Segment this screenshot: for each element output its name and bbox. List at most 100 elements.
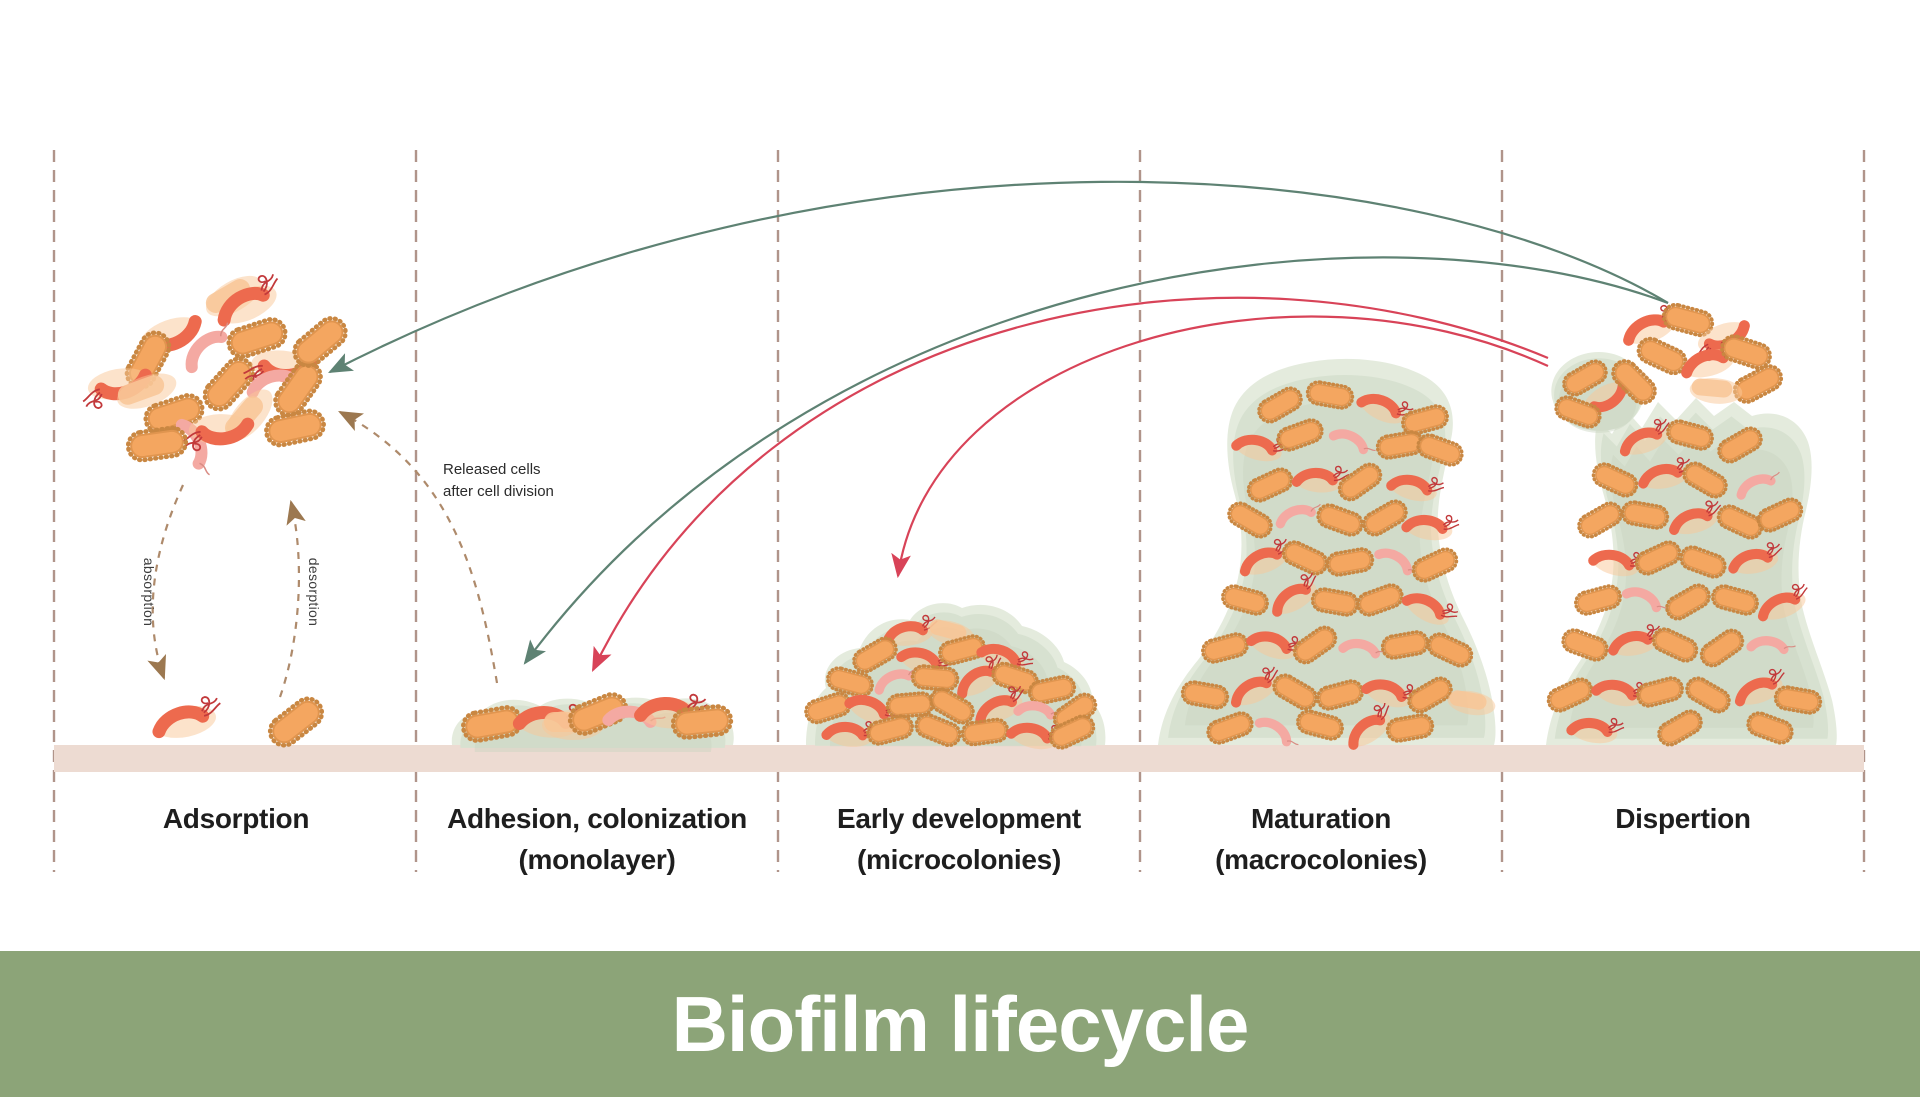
- arrow-dispersed-cells-to-microcolony: [891, 315, 1549, 579]
- attachment-surface: [54, 745, 1864, 772]
- stage-label-line: Dispertion: [1615, 803, 1751, 834]
- bacterium-rod-icon: [1636, 336, 1688, 376]
- bacterium-rod-icon: [929, 687, 975, 725]
- bacterium-rod-icon: [1180, 680, 1230, 710]
- bacterium-rod-icon: [1246, 467, 1294, 503]
- macrocolony-cells: [1180, 380, 1496, 750]
- bacterium-rod-icon: [1316, 503, 1364, 537]
- stage-label-line: (macrocolonies): [1215, 843, 1427, 875]
- bacterium-pink-vibrio-icon: [1254, 717, 1299, 747]
- bacterium-rod-icon: [1699, 628, 1745, 668]
- bacterium-vibrio-flagella-icon: [1401, 514, 1460, 541]
- bacterium-vibrio-flagella-icon: [1291, 465, 1350, 493]
- stage-label-adhesion: Adhesion, colonization (monolayer): [417, 799, 777, 880]
- dispersing-colony-cells: [1546, 418, 1823, 747]
- desorption-label: desorption: [306, 557, 322, 627]
- bacterium-rod-icon: [1257, 386, 1303, 424]
- bacterium-rod-icon: [1611, 359, 1657, 405]
- bacterium-pink-vibrio-icon: [1275, 503, 1321, 529]
- bacterium-rod-icon: [1661, 302, 1715, 338]
- bacterium-rod-icon: [1401, 404, 1449, 436]
- bacterium-rod-icon: [1717, 426, 1763, 464]
- bacterium-rod-icon: [1685, 676, 1731, 714]
- bacterium-rod-icon: [1591, 462, 1639, 498]
- bacterium-vibrio-flagella-icon: [1619, 418, 1670, 457]
- bacterium-rod-icon: [1292, 625, 1338, 665]
- released-cells-line: after cell division: [443, 482, 554, 500]
- bacterium-vibrio-flagella-icon: [1591, 679, 1650, 707]
- bacterium-rod-icon: [267, 696, 325, 748]
- bacterium-rod-icon: [1711, 584, 1759, 616]
- bacterium-rod-icon: [1746, 711, 1794, 745]
- bacterium-rod-icon: [1206, 711, 1254, 745]
- bacterium-rod-icon: [1574, 584, 1622, 616]
- released-free-cells: [1611, 302, 1784, 405]
- stage-label-line: (monolayer): [518, 843, 676, 875]
- bacterium-rod-icon: [1716, 504, 1764, 540]
- bacterium-rod-icon: [938, 634, 986, 666]
- released-cells-line: Released cells: [443, 461, 541, 478]
- bacterium-rod-icon: [1027, 674, 1077, 706]
- bacterium-rod-icon: [960, 717, 1010, 747]
- bacterium-rod-icon: [1756, 497, 1804, 533]
- bacterium-rod-icon: [1416, 433, 1464, 467]
- released-cells-note: Released cells after cell division: [443, 459, 554, 503]
- monolayer-cells: [460, 692, 734, 743]
- bacterium-rod-icon: [1634, 540, 1682, 576]
- bacterium-vibrio-flagella-icon: [1239, 538, 1290, 577]
- bacterium-vibrio-flagella-icon: [1401, 593, 1459, 625]
- bacterium-rod-icon: [910, 664, 960, 692]
- bacterium-rod-icon: [1411, 547, 1459, 583]
- bacterium-rod-icon: [1666, 419, 1714, 451]
- bacterium-vibrio-flagella-icon: [1728, 542, 1783, 574]
- stage-label-line: Adhesion, colonization: [447, 803, 747, 834]
- arrow-dispersed-cells-to-monolayer: [592, 296, 1549, 672]
- bacterium-rod-icon: [1375, 430, 1425, 460]
- bacterium-rod-icon: [670, 704, 734, 740]
- bacterium-faded-rod-icon: [1689, 378, 1743, 404]
- arrow-dispersion-to-adsorption: [328, 180, 1669, 374]
- bacterium-rod-icon: [1362, 499, 1408, 537]
- bacterium-rod-icon: [1337, 462, 1383, 502]
- bacterium-rod-icon: [1272, 673, 1318, 711]
- bacterium-vibrio-flagella-icon: [1608, 624, 1663, 656]
- bacterium-rod-icon: [1426, 632, 1474, 668]
- page-title: Biofilm lifecycle: [671, 979, 1250, 1068]
- bacterium-rod-icon: [1657, 709, 1703, 747]
- arrow-dispersion-to-monolayer: [523, 256, 1669, 665]
- bacterium-rod-icon: [866, 714, 914, 746]
- stage-label-line: Adsorption: [162, 803, 310, 834]
- bacterium-rod-icon: [914, 712, 962, 748]
- bacterium-rod-icon: [226, 317, 288, 359]
- bacterium-rod-icon: [826, 666, 874, 698]
- bacterium-rod-icon: [1773, 685, 1823, 715]
- bacterium-vibrio-flagella-icon: [1246, 631, 1304, 660]
- bacterium-vibrio-flagella-icon: [1566, 717, 1625, 744]
- bacterium-rod-icon: [1221, 584, 1269, 616]
- bacterium-rod-icon: [1679, 545, 1727, 579]
- bacterium-rod-icon: [264, 408, 326, 448]
- bacterium-rod-icon: [1310, 587, 1360, 617]
- bacterium-rod-icon: [1281, 540, 1329, 576]
- stage-label-adsorption: Adsorption: [56, 799, 416, 840]
- bacterium-rod-icon: [1554, 395, 1602, 429]
- bacterium-rod-icon: [202, 356, 256, 412]
- bacterium-rod-icon: [1720, 334, 1772, 370]
- arrow-desorption: [278, 499, 306, 698]
- bacterium-vibrio-flagella-icon: [1272, 572, 1317, 617]
- bacterium-rod-icon: [1227, 501, 1273, 539]
- bacterium-rod-icon: [1325, 547, 1375, 577]
- bacterium-rod-icon: [567, 692, 629, 736]
- bacterium-rod-icon: [1276, 418, 1324, 452]
- bacterium-rod-icon: [1385, 713, 1435, 743]
- bacterium-vibrio-flagella-icon: [1757, 583, 1808, 622]
- bacterium-pink-vibrio-icon: [1328, 429, 1376, 455]
- stage-label-maturation: Maturation (macrocolonies): [1141, 799, 1501, 880]
- bacterium-vibrio-flagella-icon: [152, 696, 221, 739]
- bacterium-rod-icon: [852, 636, 898, 674]
- bacterium-rod-icon: [292, 316, 348, 368]
- bacterium-vibrio-flagella-icon: [1230, 666, 1279, 708]
- stage-label-line: Maturation: [1250, 803, 1392, 834]
- bacterium-rod-icon: [1380, 630, 1430, 660]
